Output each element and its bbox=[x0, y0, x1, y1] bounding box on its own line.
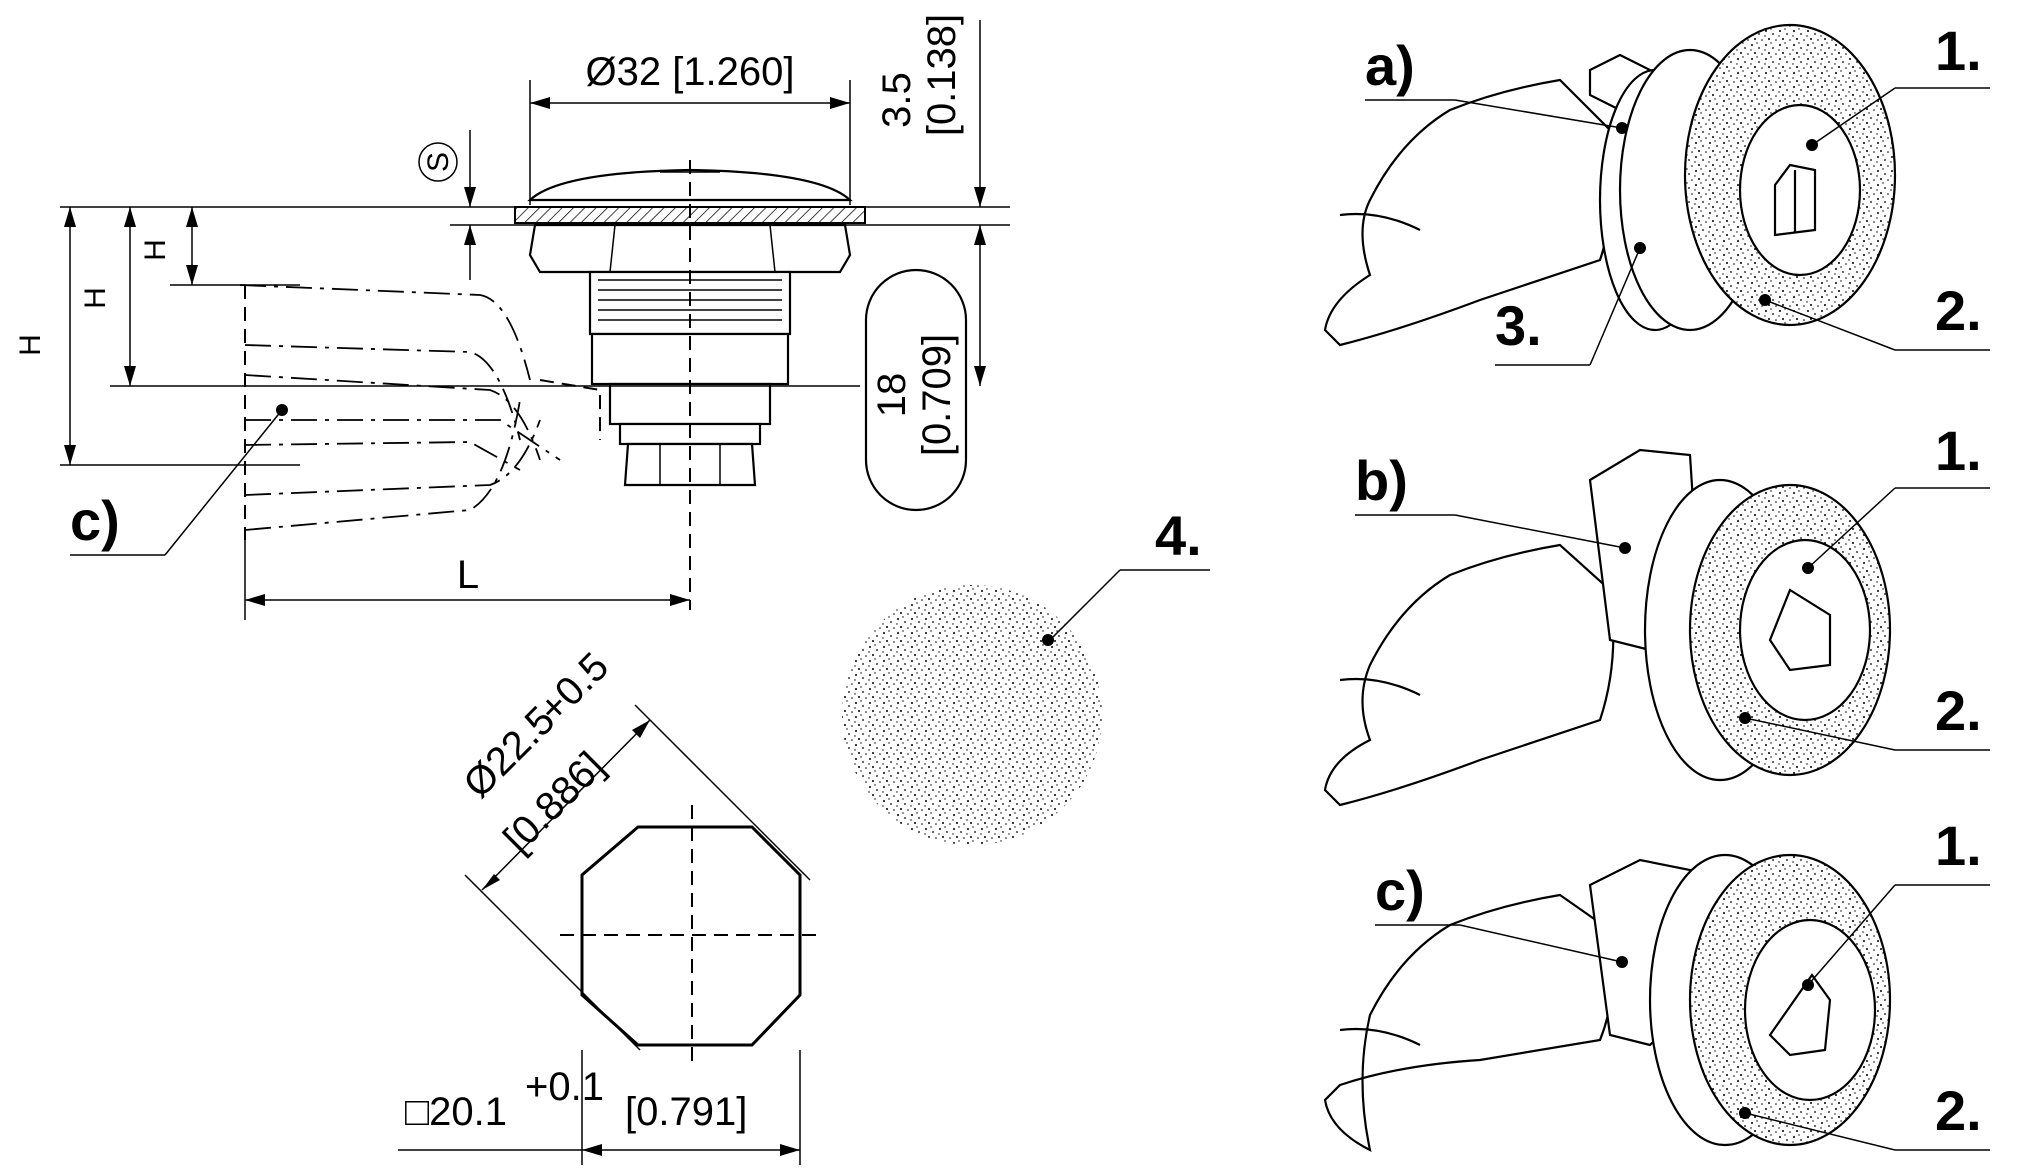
variant-b-item-1: 1. bbox=[1935, 419, 1982, 482]
texture-label: 4. bbox=[1155, 504, 1202, 567]
variant-c-item-2: 2. bbox=[1935, 1079, 1982, 1142]
square-tolerance: +0.1 bbox=[525, 1065, 604, 1109]
thread-lines bbox=[598, 279, 782, 321]
variant-a-item-1: 1. bbox=[1935, 19, 1982, 82]
square-size: □20.1 bbox=[405, 1090, 507, 1134]
texture-sample: 4. bbox=[842, 504, 1210, 845]
variant-c: c) 1. 2. bbox=[1323, 814, 1990, 1153]
depth-inches: [0.709] bbox=[915, 334, 959, 456]
s-symbol: S bbox=[422, 152, 455, 172]
h-dimension-1: H bbox=[14, 334, 47, 356]
depth-value: 18 bbox=[870, 373, 914, 418]
h-dimension-3: H bbox=[139, 239, 172, 261]
variant-a-item-3: 3. bbox=[1495, 294, 1542, 357]
lever-outline bbox=[239, 284, 601, 540]
flange-thickness: 3.5 bbox=[875, 72, 919, 128]
diameter-top-label: Ø32 [1.260] bbox=[585, 50, 794, 94]
side-view-label-c: c) bbox=[70, 489, 120, 552]
variant-b: b) 1. 2. bbox=[1323, 419, 1990, 807]
variant-a: a) 1. 2. 3. bbox=[1323, 19, 1990, 366]
side-view: Ø32 [1.260] bbox=[14, 14, 1010, 620]
variant-c-item-1: 1. bbox=[1935, 814, 1982, 877]
variant-a-label: a) bbox=[1365, 34, 1415, 97]
variant-a-item-2: 2. bbox=[1935, 279, 1982, 342]
cutout-view: Ø22.5 +0.5 [0.886] □20.1 +0.1 [0.791] bbox=[398, 644, 820, 1165]
variant-b-item-2: 2. bbox=[1935, 679, 1982, 742]
variant-b-label: b) bbox=[1355, 449, 1408, 512]
variant-c-label: c) bbox=[1375, 859, 1425, 922]
square-inches: [0.791] bbox=[625, 1090, 747, 1134]
length-label: L bbox=[457, 553, 479, 597]
h-dimension-2: H bbox=[79, 287, 112, 309]
flange-thickness-inches: [0.138] bbox=[920, 14, 964, 136]
